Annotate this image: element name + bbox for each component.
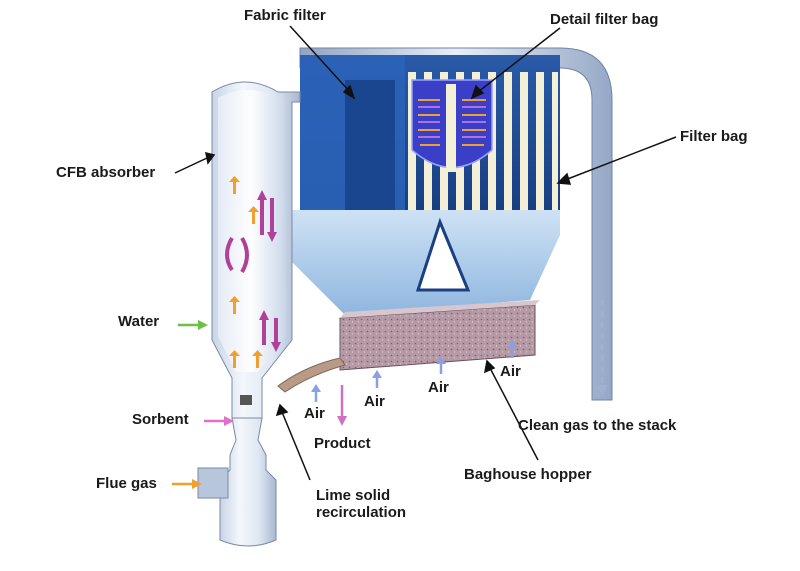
- air-arrows: [311, 340, 517, 402]
- label-lime-solid-line2: recirculation: [316, 504, 407, 522]
- label-water: Water: [118, 313, 160, 330]
- sorbent-inlet: [240, 395, 252, 405]
- product-arrow: [337, 385, 347, 426]
- label-air-3: Air: [428, 379, 449, 396]
- label-fabric-filter: Fabric filter: [244, 7, 326, 24]
- detail-bag-inset: [411, 79, 493, 172]
- hopper: [290, 210, 560, 315]
- label-lime-solid: Lime solid recirculation: [316, 487, 406, 522]
- label-cfb-absorber: CFB absorber: [56, 164, 156, 181]
- label-baghouse-hopper: Baghouse hopper: [464, 466, 592, 483]
- flue-gas-arrow: [172, 479, 202, 489]
- internal-flow-arrows: [225, 176, 281, 368]
- label-air-1: Air: [304, 405, 325, 422]
- recirculation-bed: [339, 300, 540, 371]
- flue-gas-inlet: [197, 467, 229, 499]
- sorbent-arrow: [204, 416, 234, 426]
- recirculation-pipe: [277, 357, 346, 393]
- label-air-4: Air: [500, 363, 521, 380]
- leader-lines: [174, 25, 677, 481]
- label-air-2: Air: [364, 393, 385, 410]
- label-lime-solid-line1: Lime solid: [316, 487, 391, 504]
- water-arrow: [178, 320, 208, 330]
- fabric-filter-housing: [277, 55, 560, 393]
- label-product: Product: [314, 435, 371, 452]
- label-sorbent: Sorbent: [132, 411, 189, 428]
- label-filter-bag: Filter bag: [680, 128, 748, 145]
- stack-pipe: [299, 47, 613, 401]
- label-clean-gas: Clean gas to the stack: [518, 417, 677, 434]
- cfb-absorber-tower: [197, 81, 301, 547]
- label-flue-gas: Flue gas: [96, 475, 157, 492]
- label-detail-filter-bag: Detail filter bag: [550, 11, 659, 28]
